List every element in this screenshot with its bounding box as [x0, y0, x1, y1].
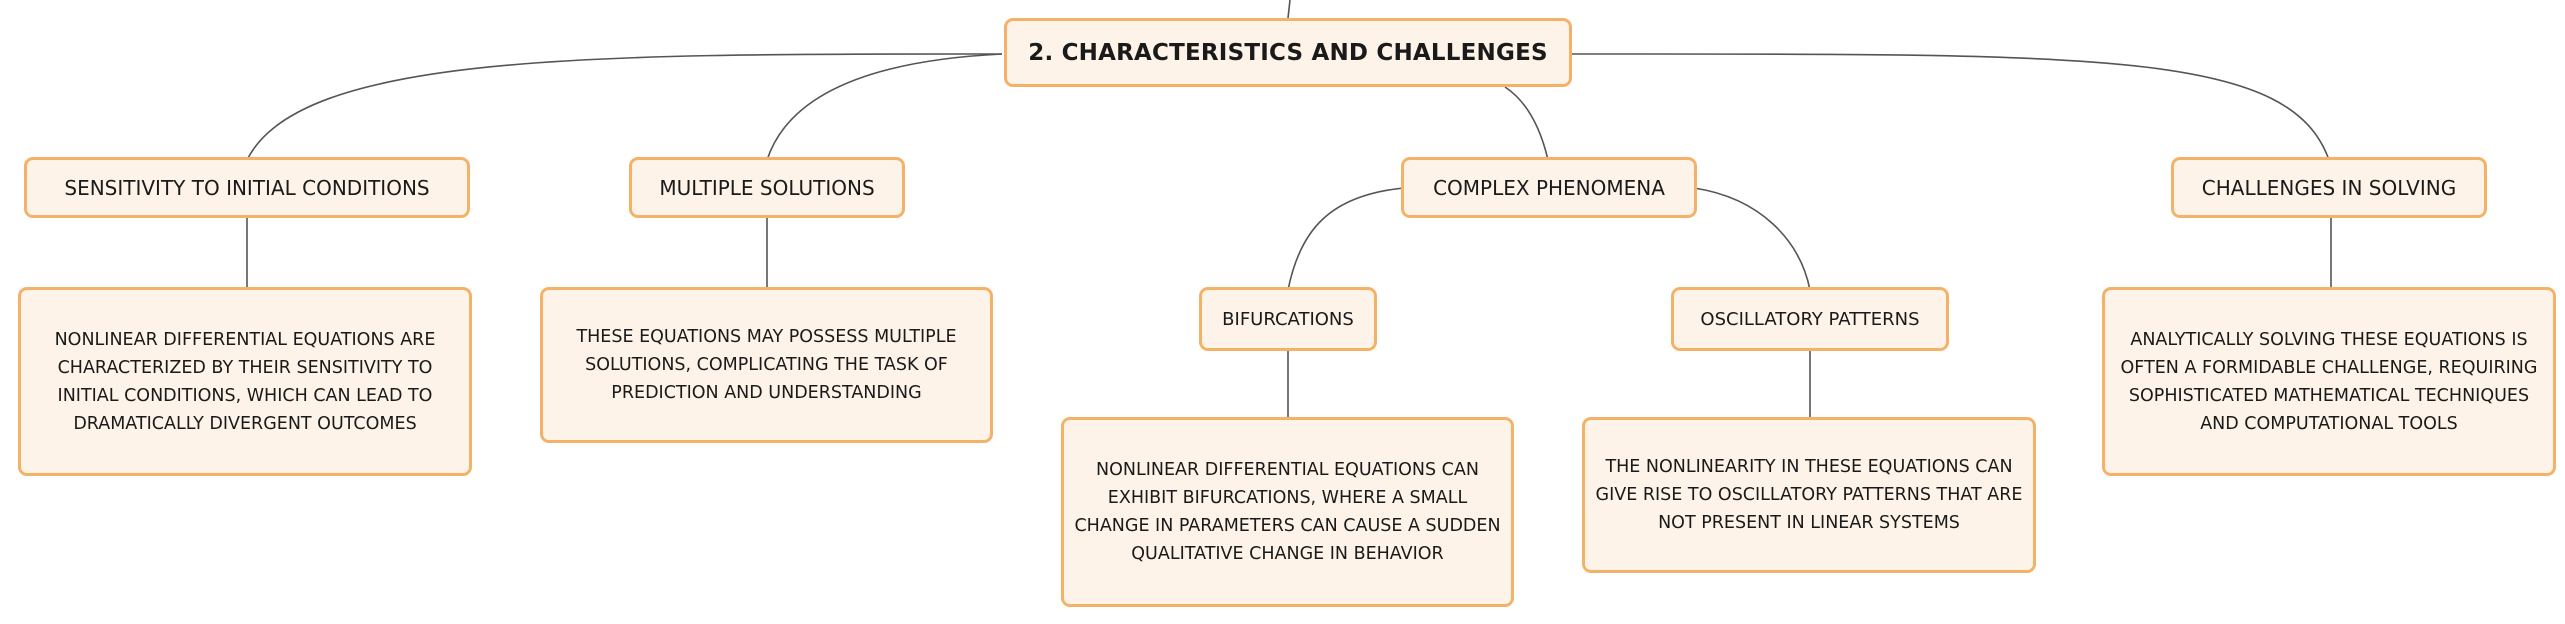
sub-bifurcations-label: BIFURCATIONS: [1222, 308, 1354, 330]
topic-complex-phenomena-label: COMPLEX PHENOMENA: [1433, 175, 1665, 200]
detail-oscillatory-text: THE NONLINEARITY IN THESE EQUATIONS CAN …: [1595, 457, 2023, 533]
detail-multiple-solutions-text: THESE EQUATIONS MAY POSSESS MULTIPLE SOL…: [576, 327, 957, 403]
connector-parent-in: [1287, 0, 1291, 19]
connector-complex-to-bifurcations: [1287, 187, 1405, 291]
connector-root-to-challenges: [1571, 53, 2330, 161]
topic-sensitivity-label: SENSITIVITY TO INITIAL CONDITIONS: [64, 175, 430, 200]
topic-challenges-label: CHALLENGES IN SOLVING: [2201, 175, 2457, 200]
sub-oscillatory-node[interactable]: OSCILLATORY PATTERNS: [1671, 287, 1949, 351]
connector-complex-to-oscillatory: [1693, 187, 1811, 291]
detail-sensitivity-text: NONLINEAR DIFFERENTIAL EQUATIONS ARE CHA…: [54, 329, 436, 434]
topic-complex-phenomena-node[interactable]: COMPLEX PHENOMENA: [1401, 157, 1697, 218]
detail-oscillatory-node[interactable]: THE NONLINEARITY IN THESE EQUATIONS CAN …: [1582, 417, 2036, 573]
topic-multiple-solutions-node[interactable]: MULTIPLE SOLUTIONS: [629, 157, 905, 218]
connector-root-to-sensitivity: [246, 53, 1003, 161]
detail-challenges-node[interactable]: ANALYTICALLY SOLVING THESE EQUATIONS IS …: [2102, 287, 2556, 476]
topic-sensitivity-node[interactable]: SENSITIVITY TO INITIAL CONDITIONS: [24, 157, 470, 218]
root-node[interactable]: 2. CHARACTERISTICS AND CHALLENGES: [1004, 18, 1572, 87]
topic-multiple-solutions-label: MULTIPLE SOLUTIONS: [659, 175, 875, 200]
topic-challenges-node[interactable]: CHALLENGES IN SOLVING: [2171, 157, 2487, 218]
connector-root-to-multiple-solutions: [766, 53, 1003, 161]
detail-challenges-text: ANALYTICALLY SOLVING THESE EQUATIONS IS …: [2120, 329, 2538, 434]
connector-root-to-complex-phenomena: [1504, 86, 1549, 161]
detail-sensitivity-node[interactable]: NONLINEAR DIFFERENTIAL EQUATIONS ARE CHA…: [18, 287, 472, 476]
root-label: 2. CHARACTERISTICS AND CHALLENGES: [1028, 39, 1548, 66]
sub-oscillatory-label: OSCILLATORY PATTERNS: [1700, 308, 1920, 330]
detail-bifurcations-text: NONLINEAR DIFFERENTIAL EQUATIONS CAN EXH…: [1074, 460, 1501, 564]
detail-bifurcations-node[interactable]: NONLINEAR DIFFERENTIAL EQUATIONS CAN EXH…: [1061, 417, 1514, 607]
detail-multiple-solutions-node[interactable]: THESE EQUATIONS MAY POSSESS MULTIPLE SOL…: [540, 287, 993, 443]
sub-bifurcations-node[interactable]: BIFURCATIONS: [1199, 287, 1377, 351]
